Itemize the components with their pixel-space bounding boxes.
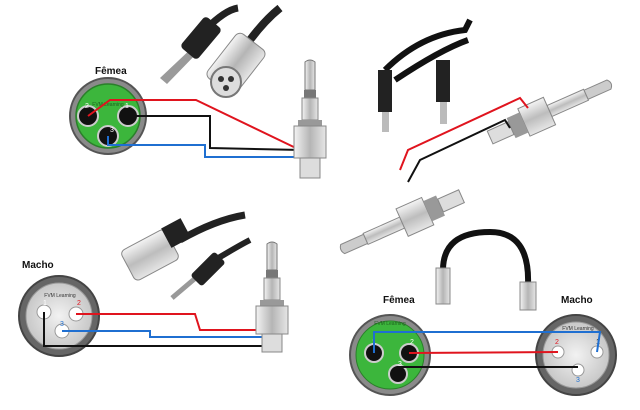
trs-jack-vertical-top — [293, 59, 327, 179]
trs-to-trs-cable — [339, 18, 613, 255]
pin-number-label: 2 — [85, 103, 89, 110]
red-wire — [76, 313, 268, 331]
watermark-text: FVM Learning — [374, 321, 406, 327]
female-xlr-to-trs-top: FVM Learning 2 1 3 Fêmea — [69, 4, 327, 179]
black-wire — [407, 118, 511, 183]
coiled-cable-photo-icon — [378, 18, 473, 132]
xlr-female-connector-photo-icon — [206, 4, 283, 98]
coiled-cable-photo-icon — [435, 228, 537, 311]
trs-jack-plug-photo-icon — [170, 237, 252, 300]
male-label-bottom: Macho — [561, 295, 593, 306]
black-wire — [128, 115, 303, 151]
xlr-to-xlr-cable: FVM Learning 1 2 3 FVM Learning 2 1 3 Fê… — [349, 228, 617, 396]
pin-number-label: 1 — [43, 300, 47, 307]
black-wire — [43, 312, 268, 347]
trs-jack-vertical-left — [255, 241, 289, 353]
blue-wire — [373, 331, 602, 353]
black-wire — [397, 366, 578, 374]
female-xlr-face-bottom — [349, 314, 431, 396]
xlr-male-connector-photo-icon — [121, 211, 246, 281]
pin-number-label: 2 — [410, 339, 414, 346]
male-label-left: Macho — [22, 260, 54, 271]
male-xlr-to-trs-left: FVM Learning 1 2 3 Macho — [18, 211, 289, 357]
male-xlr-face-left — [18, 275, 100, 357]
blue-wire — [107, 136, 302, 158]
red-wire — [87, 99, 301, 151]
pin-number-label: 2 — [77, 300, 81, 307]
pin-number-label: 3 — [576, 377, 580, 384]
watermark-text: FVM Learning — [92, 102, 124, 108]
watermark-text: FVM Learning — [44, 293, 76, 299]
pin-number-label: 3 — [110, 127, 114, 134]
blue-wire — [62, 330, 268, 338]
pin-number-label: 1 — [125, 103, 129, 110]
trs-jack-plug-photo-icon — [160, 4, 239, 84]
red-wire — [408, 351, 559, 354]
watermark-text: FVM Learning — [562, 326, 594, 332]
pin-number-label: 3 — [60, 321, 64, 328]
male-xlr-face-bottom — [535, 314, 617, 396]
pin-number-label: 3 — [398, 361, 402, 368]
red-wire — [399, 96, 529, 171]
female-label-bottom: Fêmea — [383, 295, 415, 306]
pin-number-label: 2 — [555, 339, 559, 346]
female-label-top: Fêmea — [95, 66, 127, 77]
